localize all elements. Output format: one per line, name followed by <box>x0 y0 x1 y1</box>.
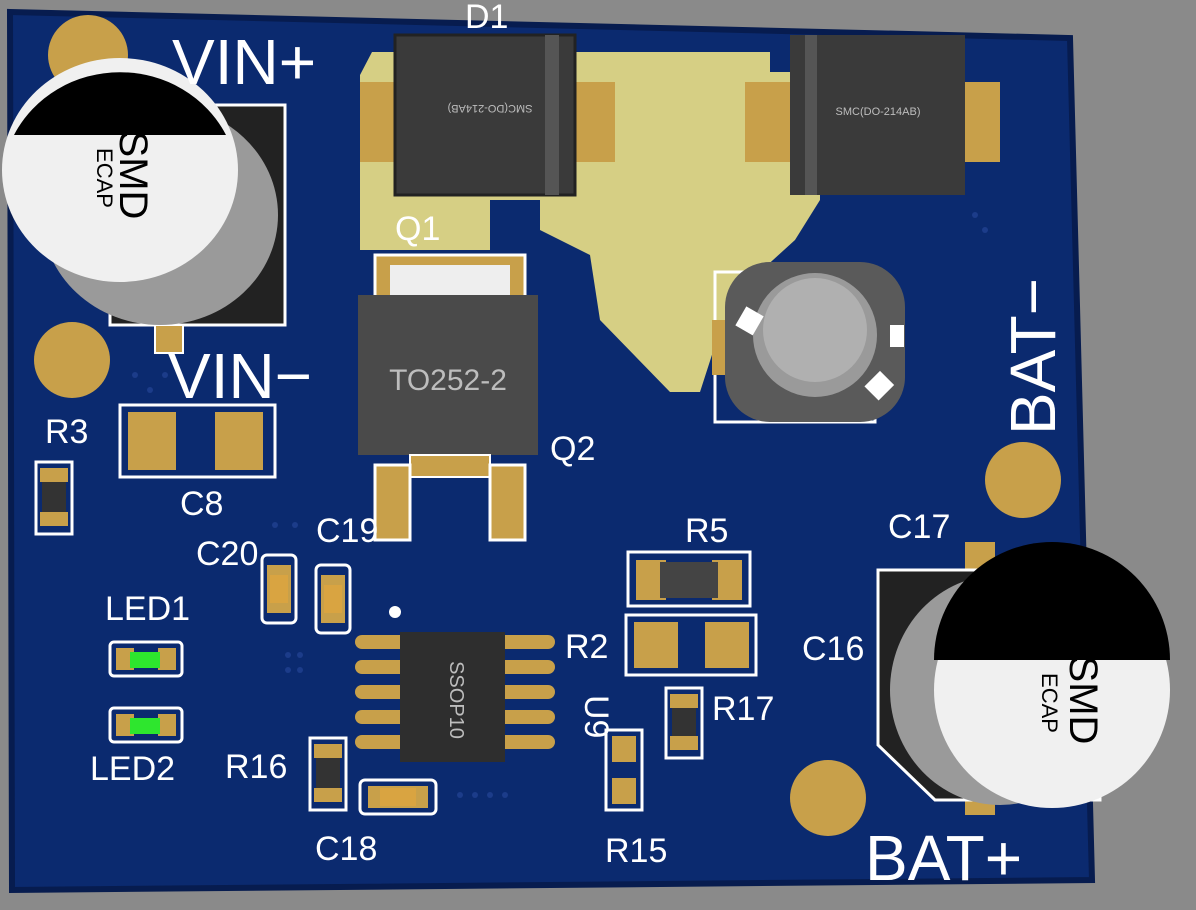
label-led2: LED2 <box>90 750 175 788</box>
diode-d2-package: SMC(DO-214AB) <box>836 106 921 118</box>
capacitor-c20 <box>260 553 298 625</box>
diode-d1: SMC(DO-214AB) <box>360 33 615 197</box>
ecap-right-line2: ECAP <box>1037 673 1062 733</box>
label-r17: R17 <box>712 690 774 728</box>
vias <box>132 212 988 798</box>
label-c17: C17 <box>888 508 950 546</box>
mounting-hole-bottom-right <box>790 760 866 836</box>
capacitor-c8 <box>118 403 277 479</box>
label-c19: C19 <box>316 512 378 550</box>
label-c18: C18 <box>315 830 377 868</box>
label-vin-plus: VIN+ <box>172 26 316 98</box>
led-led1 <box>108 640 184 678</box>
ecap-left-line1: SMD <box>111 131 155 220</box>
capacitor-c19 <box>314 563 352 635</box>
ecap-right: SMD ECAP <box>876 542 1170 815</box>
ic-u9: SSOP10 <box>355 606 555 762</box>
capacitor-c18 <box>358 778 438 816</box>
label-bat-minus: BAT− <box>997 278 1069 435</box>
label-led1: LED1 <box>105 590 190 628</box>
label-bat-plus: BAT+ <box>865 822 1022 894</box>
label-c8: C8 <box>180 485 223 523</box>
resistor-r15 <box>604 728 644 812</box>
label-r16: R16 <box>225 748 287 786</box>
inductor <box>712 262 905 424</box>
resistor-r16 <box>308 736 348 812</box>
label-c16: C16 <box>802 630 864 668</box>
resistor-r5 <box>626 550 752 608</box>
transistor-package: TO252-2 <box>389 364 507 397</box>
label-u9: U9 <box>577 695 615 738</box>
label-c20: C20 <box>196 535 258 573</box>
ic-package: SSOP10 <box>445 661 467 739</box>
mounting-hole-right <box>985 442 1061 518</box>
label-q2: Q2 <box>550 430 595 468</box>
ecap-left-line2: ECAP <box>92 148 117 208</box>
label-r15: R15 <box>605 832 667 870</box>
diode-d1-package: SMC(DO-214AB) <box>448 102 533 114</box>
mounting-hole-mid-left <box>34 322 110 398</box>
label-r3: R3 <box>45 413 88 451</box>
ecap-left: SMD ECAP <box>2 58 287 354</box>
label-vin-minus: VIN− <box>168 340 312 412</box>
transistor-to252: TO252-2 <box>358 253 538 542</box>
ecap-right-line1: SMD <box>1061 656 1105 745</box>
resistor-r17 <box>664 686 704 760</box>
resistor-r2 <box>624 613 758 677</box>
label-d1: D1 <box>465 0 508 36</box>
label-q1: Q1 <box>395 210 440 248</box>
diode-d2: SMC(DO-214AB) <box>745 35 1000 195</box>
label-r5: R5 <box>685 512 728 550</box>
led-led2 <box>108 706 184 744</box>
resistor-r3 <box>34 460 74 536</box>
label-r2: R2 <box>565 628 608 666</box>
